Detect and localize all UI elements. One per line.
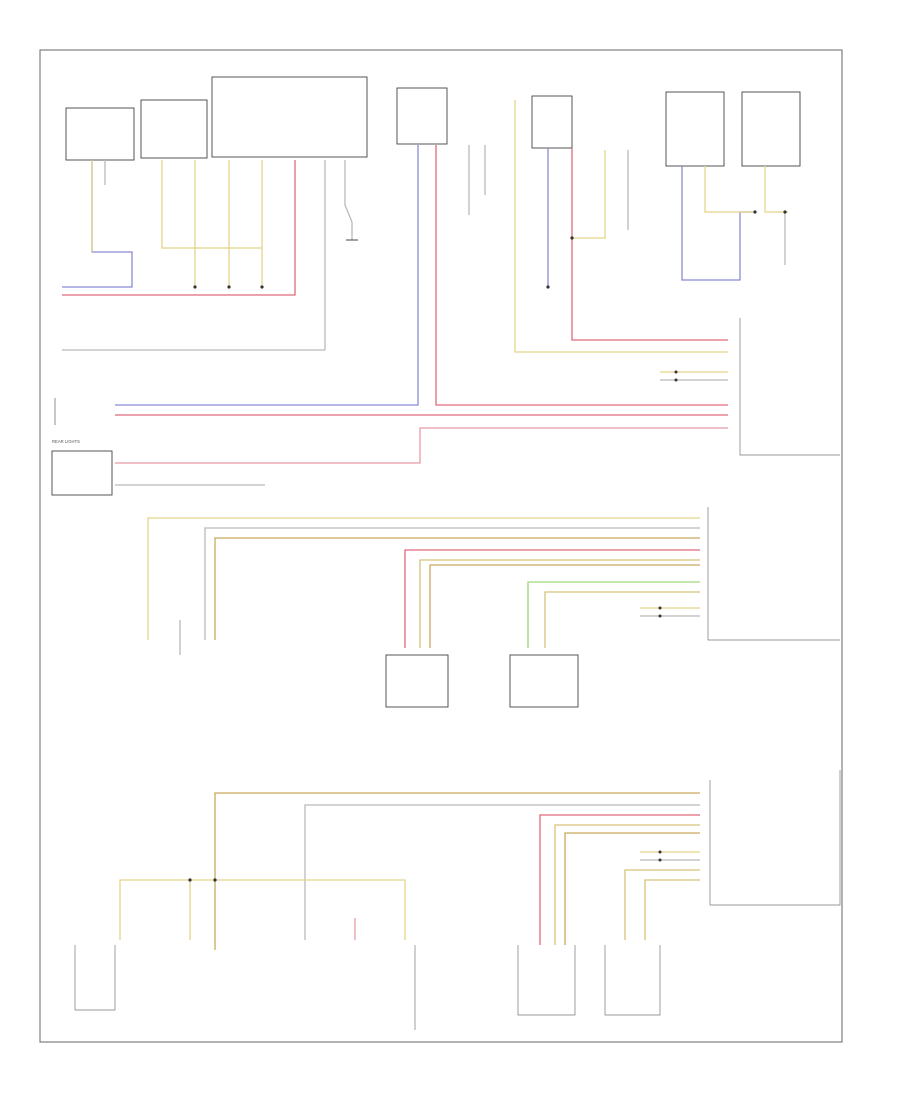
component-box-door-lock [385, 654, 449, 708]
bracket-passenger-unit [707, 507, 840, 641]
bracket-rear-unit [739, 318, 840, 456]
splice-8 [674, 370, 678, 374]
wire-red-6 [539, 814, 700, 945]
component-rear-lock-outline [517, 945, 576, 1016]
wire-yellow-4 [704, 166, 755, 213]
wire-tan-1 [214, 537, 700, 640]
component-box-door-handle [509, 654, 579, 708]
wire-blue-1 [62, 160, 133, 288]
splice-1 [193, 285, 197, 289]
splice-14 [658, 850, 662, 854]
rear-lights-box-group: REAR LIGHTS [51, 398, 113, 496]
splice-12 [188, 878, 192, 882]
component-box-left-2 [140, 99, 208, 159]
wire-yellow-bus [161, 160, 262, 249]
top-components [65, 76, 801, 167]
wire-gray-9 [204, 527, 700, 640]
splice-13 [213, 878, 217, 882]
wire-yellow-5 [764, 166, 788, 213]
wire-olive-1 [419, 559, 700, 648]
wire-red-4 [571, 148, 728, 341]
harness-lower [74, 770, 841, 1030]
component-driver-switch-outline [74, 945, 116, 1011]
wire-blue-2 [115, 145, 419, 406]
wire-pink-1 [115, 427, 728, 464]
splice-3 [260, 285, 264, 289]
wire-tan-4 [564, 832, 700, 945]
component-box-rear-switch [531, 95, 573, 149]
rear-control-unit-connector [660, 318, 840, 456]
component-box-right-2 [741, 91, 801, 167]
wire-red-1 [62, 160, 296, 296]
splice-15 [658, 858, 662, 862]
component-box-left-1 [65, 107, 135, 161]
wire-tan-3 [214, 792, 700, 950]
rear-lights-label: REAR LIGHTS [52, 439, 80, 444]
splice-5 [570, 236, 574, 240]
wire-red-5 [404, 549, 700, 648]
splice-6 [753, 210, 757, 214]
wire-yellow-3 [572, 150, 606, 239]
wire-tan-2 [429, 564, 700, 648]
wire-yellow-10 [119, 879, 406, 940]
wire-blue-4 [681, 166, 755, 281]
wire-yellow-7 [147, 517, 700, 640]
wire-olive-2 [544, 591, 700, 648]
splice-2 [227, 285, 231, 289]
wire-red-2 [435, 145, 728, 406]
splice-7 [783, 210, 787, 214]
wire-switch-ground [344, 160, 353, 240]
splice-4 [546, 285, 550, 289]
wire-yellow-2 [514, 100, 728, 353]
harness-top-left [62, 160, 358, 351]
splice-11 [658, 614, 662, 618]
harness-middle [147, 507, 840, 708]
splice-9 [674, 378, 678, 382]
rear-lights-box [51, 450, 113, 496]
harness-center [115, 100, 728, 486]
component-handle-switch-outline [604, 945, 661, 1016]
component-box-lock-unit [396, 87, 448, 145]
bracket-driver-unit [709, 770, 841, 906]
diagram-frame [39, 49, 843, 1043]
wire-olive-5 [644, 879, 700, 940]
wire-gray-12 [304, 804, 700, 940]
splice-10 [658, 606, 662, 610]
component-box-control-unit [211, 76, 368, 158]
wire-olive-3 [554, 824, 700, 945]
wire-green-1 [527, 581, 700, 648]
component-box-right-1 [665, 91, 725, 167]
wire-olive-4 [624, 869, 700, 940]
harness-top-right [681, 166, 788, 281]
